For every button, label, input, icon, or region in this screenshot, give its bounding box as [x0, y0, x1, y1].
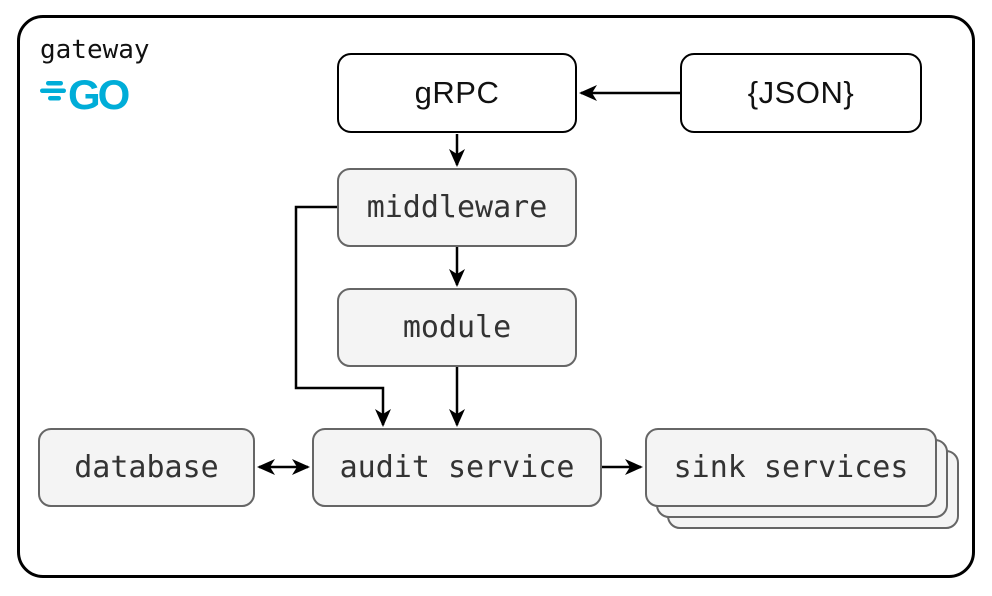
go-speedline-top — [46, 81, 63, 86]
node-audit-service-label: audit service — [339, 450, 575, 485]
node-json: {JSON} — [680, 53, 922, 133]
node-database-label: database — [74, 450, 219, 485]
gateway-title: gateway — [40, 35, 150, 65]
go-speedline-middle — [40, 88, 66, 93]
node-json-label: {JSON} — [747, 75, 855, 110]
node-middleware-label: middleware — [366, 190, 548, 225]
go-logo-icon: GO — [40, 71, 132, 118]
node-sink-services: sink services — [645, 428, 937, 507]
node-grpc: gRPC — [337, 53, 577, 133]
node-middleware: middleware — [337, 168, 577, 247]
go-logo-text: GO — [68, 71, 129, 118]
node-sink-services-label: sink services — [673, 450, 909, 485]
node-module: module — [337, 288, 577, 367]
node-audit-service: audit service — [312, 428, 602, 507]
node-module-label: module — [402, 310, 512, 345]
node-grpc-label: gRPC — [414, 75, 500, 110]
go-speedline-bottom — [48, 96, 61, 101]
node-database: database — [38, 428, 255, 507]
